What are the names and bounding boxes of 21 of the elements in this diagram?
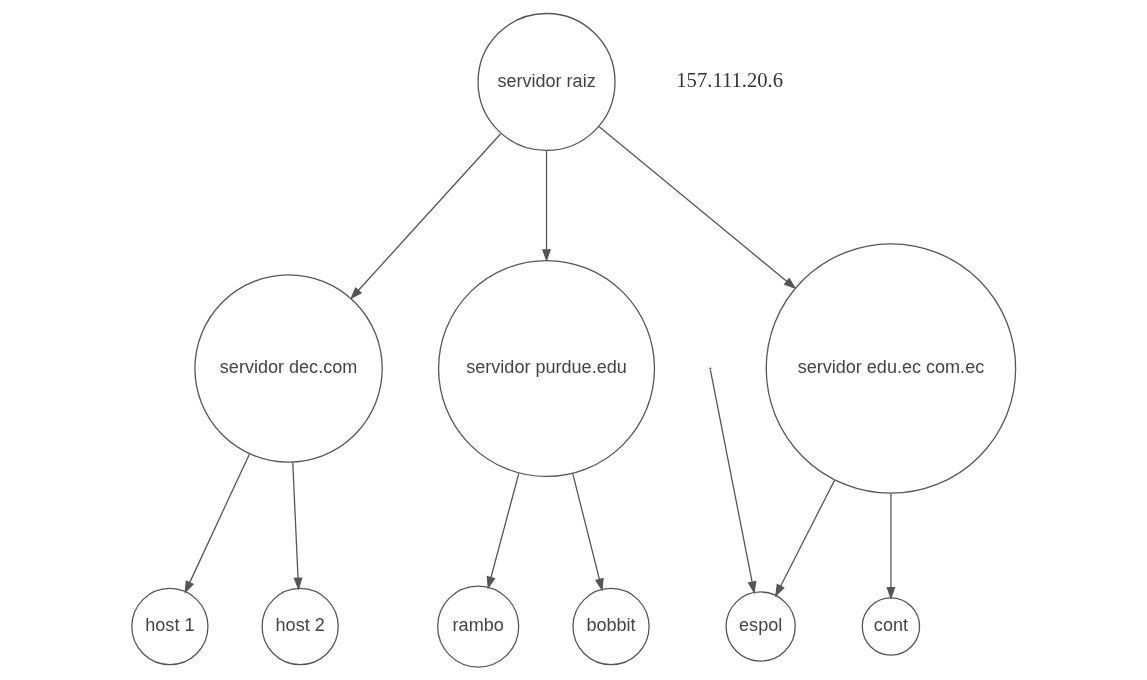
arrow [709, 369, 756, 595]
node-circle: host 2 [260, 587, 339, 666]
arrow [486, 472, 519, 590]
arrow [598, 126, 796, 290]
node-circle: servidor purdue.edu [437, 259, 655, 478]
node-circle: servidor raiz [476, 12, 616, 152]
node-circle: cont [861, 597, 920, 656]
arrow [349, 133, 501, 300]
arrow [184, 453, 250, 594]
node-circle: host 1 [130, 587, 209, 666]
node-circle: servidor edu.ec com.ec [765, 243, 1016, 494]
node-circle: rambo [436, 585, 519, 668]
node-circle: espol [724, 591, 796, 662]
node-circle: servidor dec.com [193, 274, 383, 463]
arrow [571, 473, 604, 592]
node-circle: bobbit [571, 587, 650, 666]
arrow [885, 493, 895, 600]
label: 157.111.20.6 [675, 68, 783, 91]
arrow [291, 461, 302, 591]
arrow [774, 479, 835, 598]
arrow [541, 150, 551, 263]
